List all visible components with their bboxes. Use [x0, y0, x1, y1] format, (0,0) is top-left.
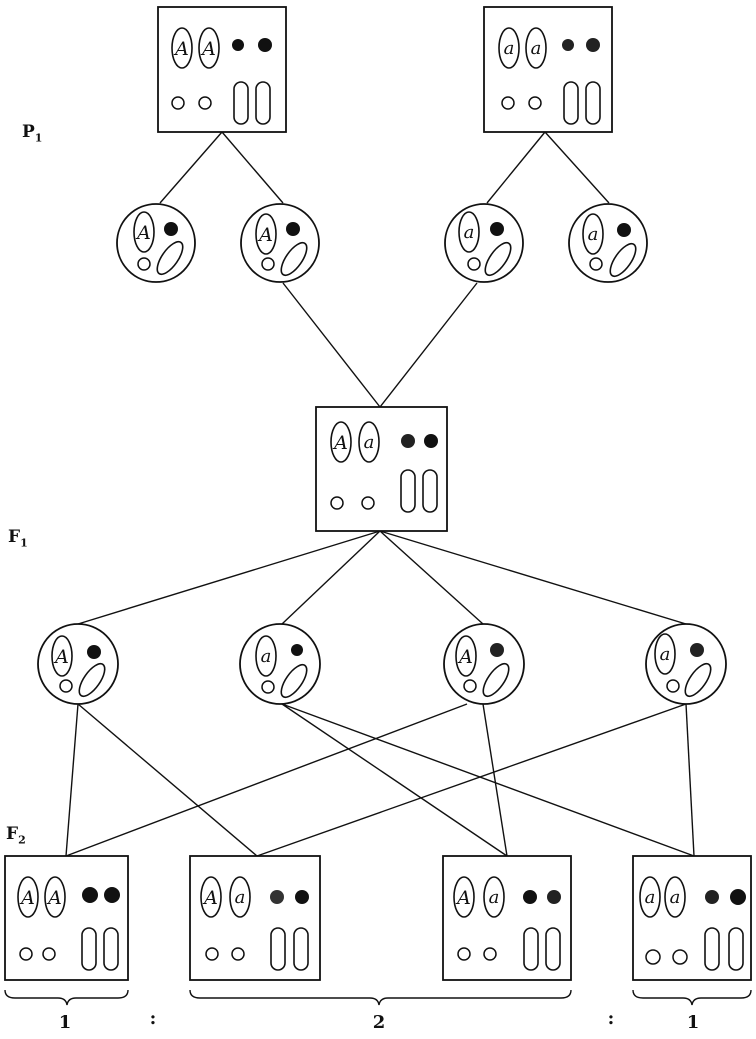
- line-g8-f2b: [256, 703, 687, 857]
- ratio-braces: [4, 989, 752, 1006]
- p1-subscript: 1: [34, 131, 43, 145]
- generation-label-f2: F2: [6, 824, 26, 846]
- dark-chromosome-dot: [562, 39, 574, 51]
- line-p1a-gamete2: [221, 131, 284, 204]
- p1-gamete-A-1: [116, 203, 196, 283]
- line-f1-gamete6: [281, 530, 381, 625]
- p1-parent-aa: [483, 6, 613, 133]
- line-p1a-gamete1: [159, 131, 223, 204]
- p1-gamete-A-2: [240, 203, 320, 283]
- line-g8-f2d: [685, 703, 695, 857]
- ratio-value-2: 2: [372, 1012, 386, 1033]
- ratio-separator-1: :: [149, 1008, 157, 1029]
- dark-chromosome-dot: [586, 38, 600, 52]
- f1-hybrid-Aa: [315, 406, 448, 532]
- line-g5-f2b: [77, 703, 258, 857]
- line-f1-gamete5: [77, 530, 381, 625]
- p1-gamete-a-1: [444, 203, 524, 283]
- line-g6-f2c: [281, 703, 508, 857]
- f2-offspring-Aa-1: [189, 855, 321, 981]
- f2-letter: F: [6, 824, 19, 844]
- ratio-value-1: 1: [58, 1012, 72, 1033]
- line-p1b-gamete4: [544, 131, 610, 204]
- line-f1-gamete8: [379, 530, 687, 625]
- brace-3: [632, 989, 752, 1006]
- ratio-value-3: 1: [686, 1012, 700, 1033]
- f2-offspring-AA: [4, 855, 129, 981]
- line-gamete3-f1: [379, 282, 478, 408]
- f2-offspring-Aa-2: [442, 855, 572, 981]
- p1-parent-AA: [157, 6, 287, 133]
- dark-chromosome-dot: [232, 39, 244, 51]
- f1-subscript: 1: [20, 536, 28, 550]
- dark-chromosome-dot: [258, 38, 272, 52]
- line-g7-f2c: [482, 703, 508, 857]
- line-gamete2-f1: [282, 282, 381, 408]
- p1-letter: P: [22, 122, 35, 142]
- line-g6-f2d: [281, 703, 695, 857]
- line-g5-f2a: [65, 703, 79, 857]
- connection-lines: [65, 131, 695, 857]
- f1-gamete-A-2: [443, 623, 525, 705]
- line-f1-gamete7: [379, 530, 484, 625]
- brace-2: [189, 989, 572, 1006]
- f1-gamete-a-2: [645, 623, 727, 705]
- f1-letter: F: [8, 527, 21, 547]
- line-g7-f2a: [65, 703, 468, 857]
- line-p1b-gamete3: [486, 131, 546, 204]
- f2-offspring-aa: [632, 855, 752, 981]
- f2-subscript: 2: [18, 833, 26, 847]
- f1-gamete-a-1: [239, 623, 321, 705]
- generation-label-p1: P1: [22, 122, 42, 144]
- generation-label-f1: F1: [8, 527, 28, 549]
- p1-gamete-a-2: [568, 203, 648, 283]
- brace-1: [4, 989, 129, 1006]
- f1-gamete-A-1: [37, 623, 119, 705]
- ratio-separator-2: :: [607, 1008, 615, 1029]
